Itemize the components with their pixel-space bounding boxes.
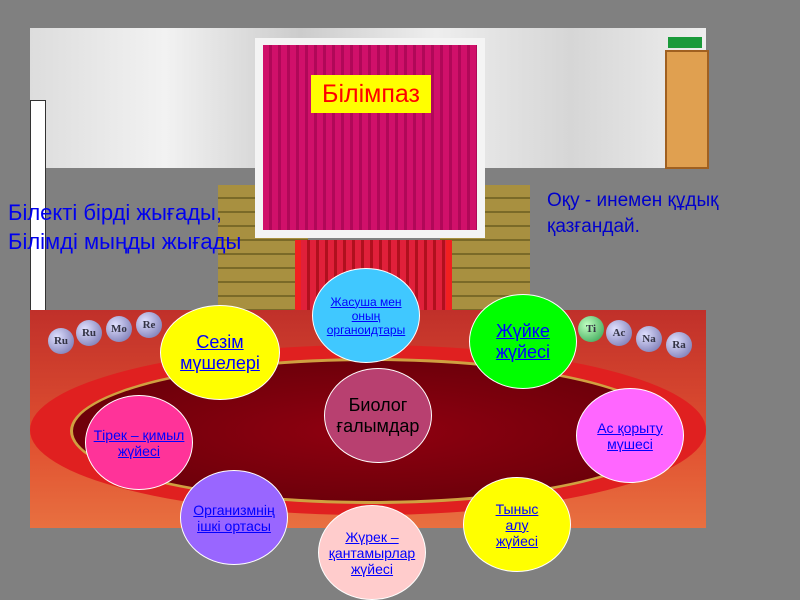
topic-link[interactable]: Тірек – қимыл жүйесі (93, 426, 185, 459)
ball: Ru (76, 320, 102, 346)
center-biologists[interactable]: Биолог ғалымдар (324, 368, 432, 463)
proverb-right: Оқу - инемен құдық қазғандай. (547, 190, 719, 237)
topic-sense-organs[interactable]: Сезім мүшелері (160, 305, 280, 400)
ball: Na (636, 326, 662, 352)
topic-nervous-system[interactable]: Жүйке жүйесі (469, 294, 577, 389)
ball: Mo (106, 316, 132, 342)
topic-link[interactable]: Жасуша мен оның органоидтары (326, 294, 406, 337)
topic-cell-organelles[interactable]: Жасуша мен оның органоидтары (312, 268, 420, 363)
exit-sign (668, 37, 702, 48)
topic-link[interactable]: Тыныс алу жүйесі (495, 500, 539, 549)
topic-link[interactable]: Организмнің ішкі ортасы (193, 501, 275, 534)
ball: Re (136, 312, 162, 338)
topic-digestive[interactable]: Ас қорыту мүшесі (576, 388, 684, 483)
topic-link[interactable]: Сезім мүшелері (180, 331, 260, 373)
title-sign: Білімпаз (311, 75, 431, 113)
proverb-left: Білекті бірді жығады, Білімді мыңды жыға… (8, 200, 242, 254)
door (665, 50, 709, 169)
ball: Ac (606, 320, 632, 346)
topic-respiratory[interactable]: Тыныс алу жүйесі (463, 477, 571, 572)
topic-link[interactable]: Жүрек – қантамырлар жүйесі (328, 528, 416, 577)
ball: Ti (578, 316, 604, 342)
topic-musculoskeletal[interactable]: Тірек – қимыл жүйесі (85, 395, 193, 490)
topic-internal-environment[interactable]: Организмнің ішкі ортасы (180, 470, 288, 565)
topic-cardiovascular[interactable]: Жүрек – қантамырлар жүйесі (318, 505, 426, 600)
ball: Ra (666, 332, 692, 358)
upper-curtain (263, 45, 477, 230)
topic-link[interactable]: Ас қорыту мүшесі (597, 419, 663, 452)
ball: Ru (48, 328, 74, 354)
topic-link[interactable]: Жүйке жүйесі (495, 320, 551, 362)
